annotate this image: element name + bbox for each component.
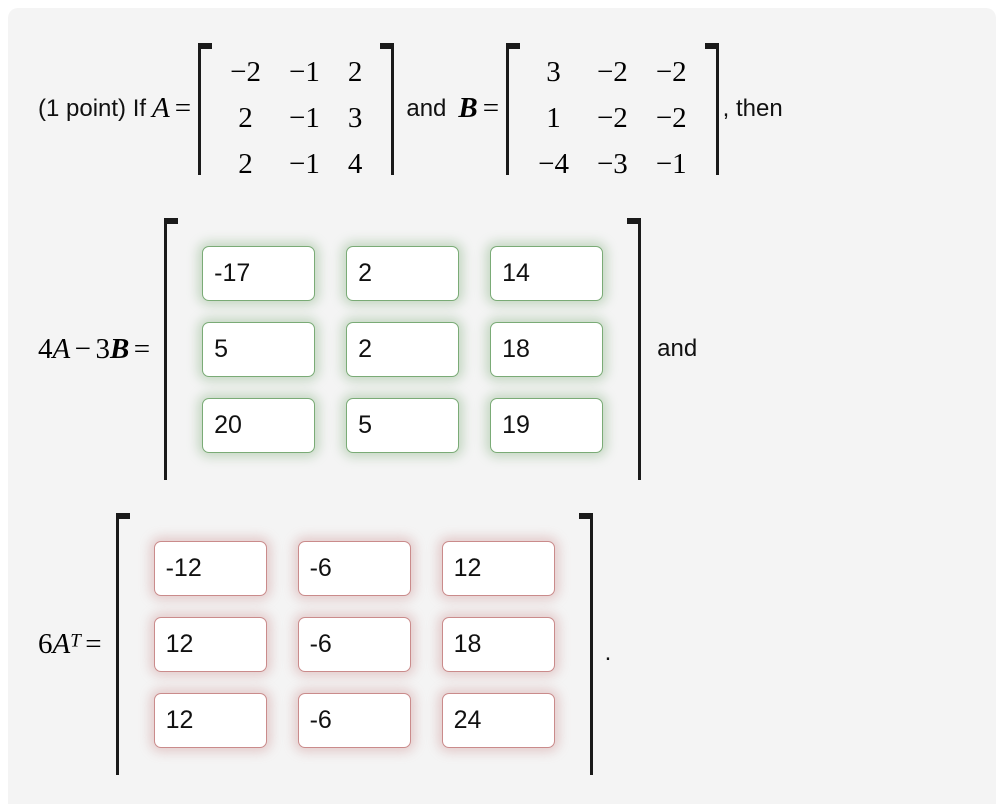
matrix-b-cell: −4	[538, 147, 569, 180]
answer-input-r2c2[interactable]: 2	[346, 322, 460, 377]
matrix-a-cells: −2 −1 2 2 −1 3 2 −1 4	[212, 43, 380, 180]
equals-sign: =	[85, 627, 102, 660]
problem-card: (1 point) If A = −2 −1 2 2 −1 3 2 −1 4	[8, 8, 996, 804]
answer-input-r3c3[interactable]: 24	[441, 693, 555, 748]
answer-matrix-1: -17 2 14 5 2 18 20 5 19	[164, 218, 642, 480]
matrix-a-cell: 3	[347, 101, 363, 134]
equals-sign-b: =	[482, 92, 500, 124]
answer-input-grid-2: -12 -6 12 12 -6 18 12 -6 24	[130, 513, 579, 775]
answer-input-r1c3[interactable]: 12	[441, 541, 555, 596]
coefficient-6: 6	[38, 627, 53, 660]
matrix-b-cell: −1	[655, 147, 687, 180]
answer-input-r1c2[interactable]: -6	[297, 541, 411, 596]
then-text: , then	[722, 94, 783, 122]
matrix-b-cell: 1	[546, 101, 561, 134]
answer-input-r2c3[interactable]: 18	[441, 617, 555, 672]
answer-matrix-2: -12 -6 12 12 -6 18 12 -6 24	[115, 513, 593, 775]
answer-block-4a-minus-3b: 4A − 3B = -17 2 14 5 2 18 20 5 19 and	[38, 218, 697, 480]
answer-label-6a-transpose: 6AT =	[38, 628, 102, 661]
matrix-b-cell: −3	[596, 147, 628, 180]
matrix-a-cell: 2	[238, 101, 253, 134]
matrix-a-cell: −1	[288, 101, 320, 134]
matrix-a-cell: 2	[347, 55, 363, 88]
matrix-a-cell: −1	[288, 55, 320, 88]
variable-a: A	[52, 627, 71, 660]
matrix-b-definition: B = 3 −2 −2 1 −2 −2 −4 −3 −1	[458, 42, 719, 180]
answer-input-r1c2[interactable]: 2	[346, 246, 460, 301]
matrix-b-cell: −2	[596, 55, 628, 88]
bracket-right-answer-2	[578, 513, 593, 775]
matrix-a-cell: 2	[238, 147, 253, 180]
matrix-b-cell: 3	[546, 55, 561, 88]
matrix-b-name: B	[458, 92, 478, 124]
matrix-b-cell: −2	[596, 101, 628, 134]
bracket-left-a	[198, 42, 213, 175]
bracket-left-answer-2	[115, 513, 130, 775]
answer-input-r1c3[interactable]: 14	[490, 246, 604, 301]
points-label: (1 point) If	[38, 94, 147, 122]
transpose-superscript: T	[70, 630, 81, 652]
coefficient-4: 4	[38, 332, 53, 365]
answer-input-r2c1[interactable]: 12	[153, 617, 267, 672]
bracket-right-b	[704, 42, 719, 175]
matrix-a-definition: A = −2 −1 2 2 −1 3 2 −1 4	[152, 42, 395, 180]
coefficient-3: 3	[95, 332, 110, 365]
answer-input-r3c3[interactable]: 19	[490, 398, 604, 453]
problem-statement: (1 point) If A = −2 −1 2 2 −1 3 2 −1 4	[38, 36, 783, 181]
matrix-a: −2 −1 2 2 −1 3 2 −1 4	[198, 42, 395, 180]
answer-label-4a-minus-3b: 4A − 3B =	[38, 333, 150, 366]
matrix-a-cell: 4	[347, 147, 363, 180]
equals-sign: =	[133, 332, 151, 365]
variable-a: A	[52, 332, 71, 365]
matrix-a-cell: −1	[288, 147, 320, 180]
answer-input-r2c2[interactable]: -6	[297, 617, 411, 672]
answer-input-grid-1: -17 2 14 5 2 18 20 5 19	[178, 218, 627, 480]
matrix-b-cells: 3 −2 −2 1 −2 −2 −4 −3 −1	[520, 43, 705, 180]
and-connector: and	[406, 94, 447, 122]
matrix-a-cell: −2	[230, 55, 261, 88]
answer-input-r3c1[interactable]: 12	[153, 693, 267, 748]
equals-sign-a: =	[174, 92, 192, 124]
answer-input-r3c2[interactable]: 5	[346, 398, 460, 453]
variable-b: B	[109, 332, 130, 365]
bracket-right-a	[380, 42, 395, 175]
bracket-left-b	[506, 42, 521, 175]
bracket-right-answer-1	[627, 218, 642, 480]
answer-input-r1c1[interactable]: -17	[202, 246, 316, 301]
matrix-b-cell: −2	[655, 101, 687, 134]
answer-input-r1c1[interactable]: -12	[153, 541, 267, 596]
answer-input-r2c1[interactable]: 5	[202, 322, 316, 377]
answer-input-r3c2[interactable]: -6	[297, 693, 411, 748]
answer-input-r3c1[interactable]: 20	[202, 398, 316, 453]
matrix-a-name: A	[152, 92, 170, 124]
trailing-period: .	[604, 639, 612, 666]
trailing-and-text: and	[657, 335, 698, 362]
answer-block-6a-transpose: 6AT = -12 -6 12 12 -6 18 12 -6 24 .	[38, 513, 611, 775]
matrix-b-cell: −2	[655, 55, 687, 88]
minus-operator: −	[74, 332, 92, 365]
answer-input-r2c3[interactable]: 18	[490, 322, 604, 377]
bracket-left-answer-1	[164, 218, 179, 480]
matrix-b: 3 −2 −2 1 −2 −2 −4 −3 −1	[506, 42, 719, 180]
